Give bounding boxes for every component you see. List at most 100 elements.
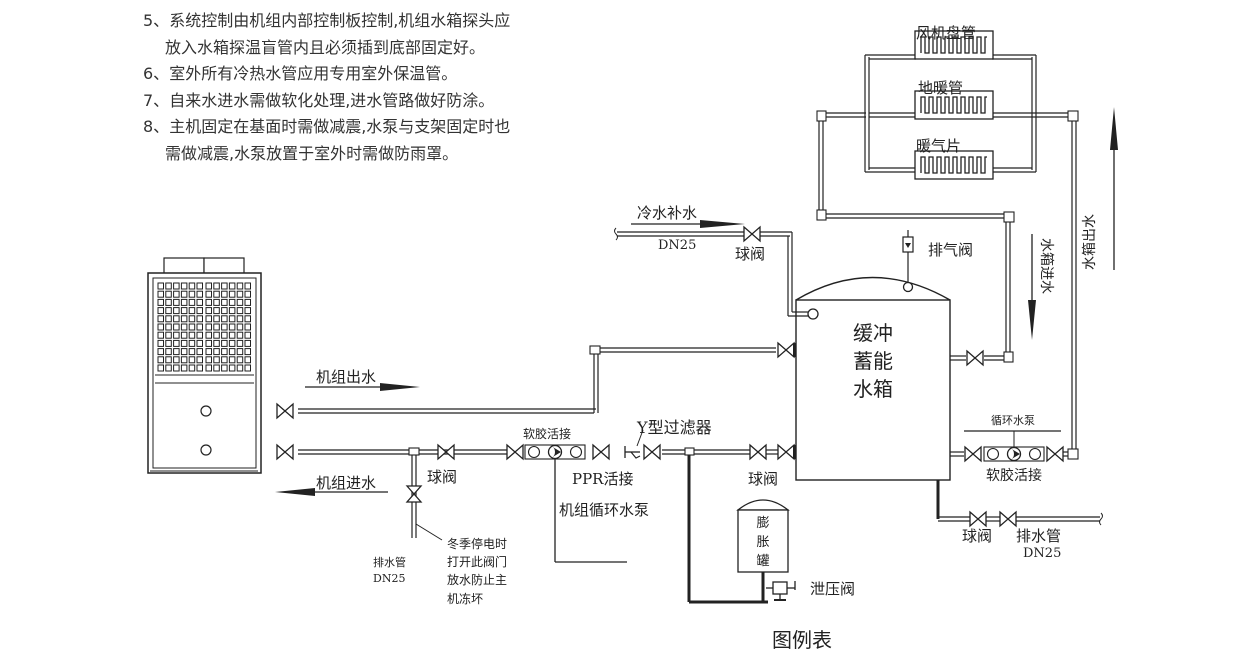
unit-outlet-pipe <box>276 342 796 419</box>
grille-cell <box>165 356 172 364</box>
grille-cell <box>213 315 220 323</box>
grille-cell <box>244 282 251 290</box>
grille-cell <box>244 348 251 356</box>
grille-cell <box>196 307 203 315</box>
grille-cell <box>165 348 172 356</box>
ball-valve-icon[interactable] <box>777 444 795 460</box>
grille-cell <box>205 282 212 290</box>
grille-cell <box>244 315 251 323</box>
grille-cell <box>157 364 164 372</box>
grille-cell <box>165 331 172 339</box>
grille-cell <box>165 323 172 331</box>
grille-cell <box>236 364 244 372</box>
grille-cell <box>188 348 196 356</box>
cold-water-makeup-pipe <box>614 226 819 320</box>
ball-valve-icon[interactable] <box>969 511 987 527</box>
grille-cell <box>213 282 220 290</box>
grille-cell <box>196 356 203 364</box>
valve-icon[interactable] <box>506 444 524 460</box>
grille-cell <box>173 356 180 364</box>
grille-cell <box>244 298 251 306</box>
ball-valve-icon[interactable] <box>1046 446 1064 462</box>
heat-pump-unit <box>147 257 262 474</box>
floor-heating-label: 地暖管 <box>918 79 963 97</box>
ball-valve-icon[interactable] <box>966 350 984 366</box>
ball-valve-icon[interactable] <box>276 403 294 419</box>
grille-cell <box>205 290 212 298</box>
grille-cell <box>213 307 220 315</box>
grille-cell <box>228 364 236 372</box>
svg-text:放水防止主: 放水防止主 <box>447 572 507 587</box>
grille-cell <box>188 356 196 364</box>
grille-cell <box>228 331 236 339</box>
drain-valve-icon[interactable] <box>406 485 422 503</box>
tank-title-line-2: 蓄能 <box>853 349 893 373</box>
grille-cell <box>228 282 236 290</box>
grille-cell <box>228 290 236 298</box>
grille-cell <box>157 339 164 347</box>
ball-valve-icon[interactable] <box>964 446 982 462</box>
grille-cell <box>236 307 244 315</box>
grille-cell <box>165 307 172 315</box>
ball-valve-icon[interactable] <box>777 342 795 358</box>
grille-cell <box>180 364 188 372</box>
ball-valve-icon[interactable] <box>276 444 294 460</box>
grille-cell <box>236 348 244 356</box>
tank-inlet-label: 水箱进水 <box>1038 238 1054 294</box>
ppr-union-valve-icon[interactable] <box>592 444 610 460</box>
grille-cell <box>236 298 244 306</box>
inlet-port-icon <box>200 444 212 456</box>
drain-valve-icon[interactable] <box>999 511 1017 527</box>
grille-cell <box>173 364 180 372</box>
grille-cell <box>236 315 244 323</box>
grille-cell <box>165 315 172 323</box>
note-6: 6、室外所有冷热水管应用专用室外保温管。 <box>143 64 458 83</box>
grille-cell <box>213 348 220 356</box>
unit-inlet-pipe <box>276 429 796 563</box>
tank-title-line-1: 缓冲 <box>853 321 893 345</box>
grille-cell <box>165 339 172 347</box>
ball-valve-icon[interactable] <box>437 444 455 460</box>
grille-cell <box>221 298 228 306</box>
y-filter-valve-icon[interactable] <box>643 444 661 460</box>
grille-cell <box>157 282 164 290</box>
grille-cell <box>221 282 228 290</box>
grille-cell <box>180 348 188 356</box>
grille-cell <box>180 315 188 323</box>
unit-pump-label: 机组循环水泵 <box>559 501 649 519</box>
grille-cell <box>205 298 212 306</box>
outlet-port-icon <box>200 405 212 417</box>
grille-cell <box>188 290 196 298</box>
grille-cell <box>236 331 244 339</box>
grille-cell <box>213 298 220 306</box>
grille-cell <box>188 331 196 339</box>
grille-cell <box>205 356 212 364</box>
note-8-line-2: 需做减震,水泵放置于室外时需做防雨罩。 <box>165 143 459 163</box>
grille-cell <box>173 298 180 306</box>
ball-valve-icon[interactable] <box>749 444 767 460</box>
drain-pipe-size: DN25 <box>373 572 405 585</box>
tank-inlet-flow-arrow <box>1028 234 1036 340</box>
grille-cell <box>244 364 251 372</box>
cold-water-flow-arrow <box>631 220 745 228</box>
grille-cell <box>221 356 228 364</box>
grille-cell <box>196 331 203 339</box>
air-vent-valve[interactable] <box>902 230 914 293</box>
unit-outlet-label: 机组出水 <box>316 368 376 386</box>
grille-cell <box>213 356 220 364</box>
grille-cell <box>221 364 228 372</box>
expansion-tank <box>737 509 789 573</box>
grille-cell <box>173 307 180 315</box>
grille-cell <box>180 298 188 306</box>
drain-pipe-size: DN25 <box>1023 546 1061 561</box>
ball-valve-icon[interactable] <box>743 226 761 242</box>
grille-cell <box>188 315 196 323</box>
grille-cell <box>221 290 228 298</box>
ball-valve-label: 球阀 <box>427 468 457 486</box>
grille-cell <box>221 307 228 315</box>
unit-inlet-flow-arrow <box>275 488 388 496</box>
relief-valve-icon[interactable] <box>766 581 796 601</box>
grille-cell <box>173 339 180 347</box>
grille-cell <box>228 323 236 331</box>
grille-cell <box>221 315 228 323</box>
